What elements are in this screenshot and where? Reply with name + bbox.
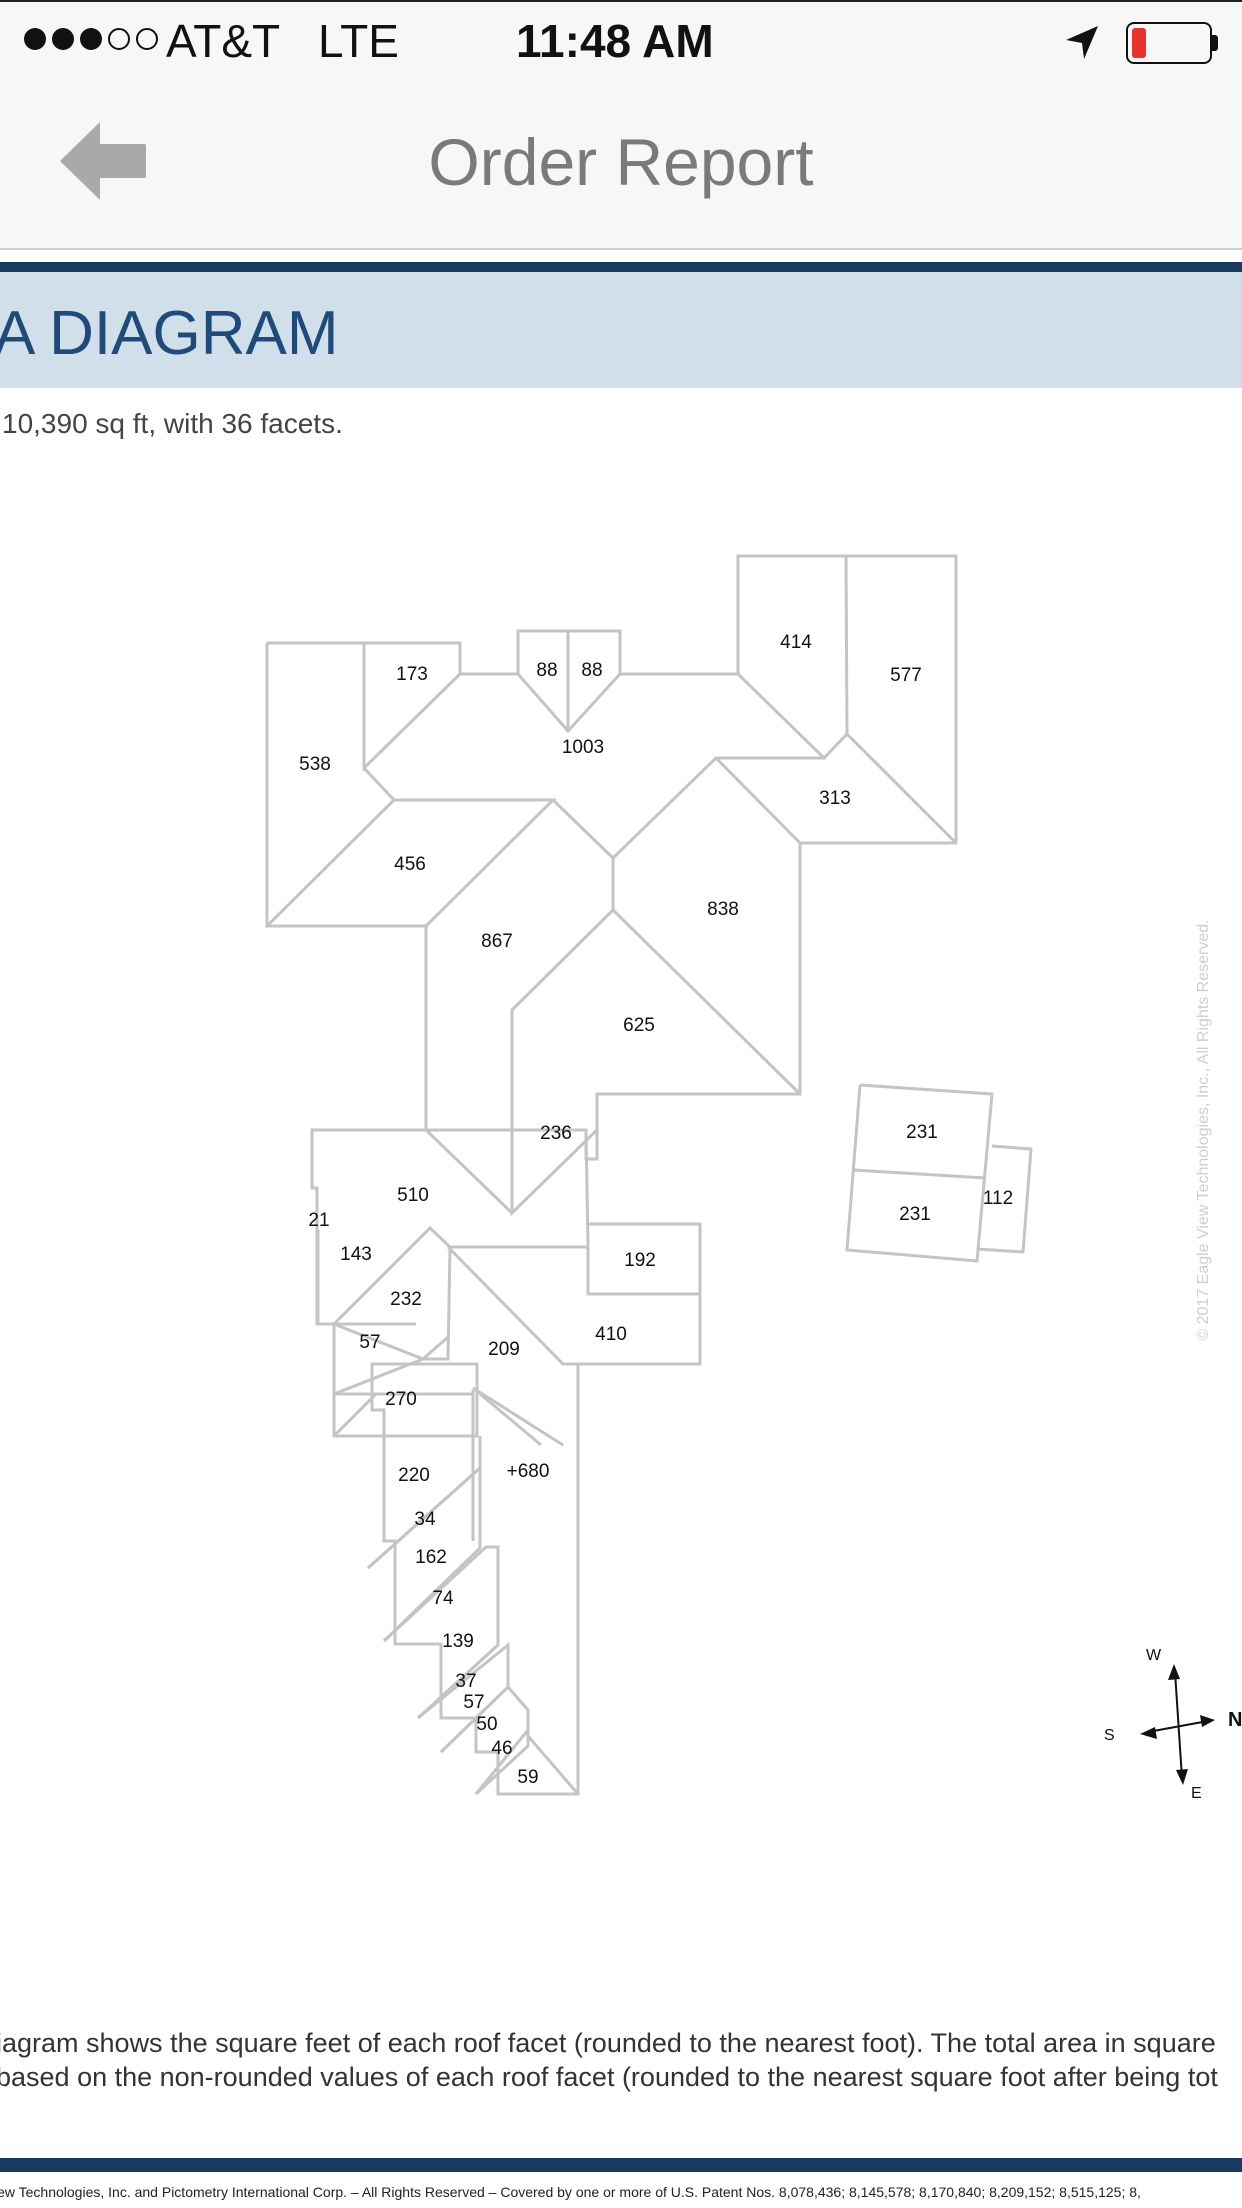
facet-label: 143 xyxy=(340,1244,372,1265)
status-bar: AT&T LTE 11:48 AM xyxy=(0,0,1242,80)
facet-label: 220 xyxy=(398,1465,430,1486)
facet-label: 313 xyxy=(819,788,851,809)
facet-label: 50 xyxy=(476,1714,497,1735)
compass-east-label: E xyxy=(1191,1785,1202,1802)
facet-label: 209 xyxy=(488,1339,520,1360)
facet-label: 46 xyxy=(491,1738,512,1759)
facet-label: 538 xyxy=(299,754,331,775)
facet-label: 88 xyxy=(536,660,557,681)
footer-rule xyxy=(0,2158,1242,2172)
facet-label: 37 xyxy=(455,1671,476,1692)
facet-label: 112 xyxy=(983,1188,1013,1209)
facet-label: 231 xyxy=(906,1122,938,1143)
facet-label: 236 xyxy=(540,1123,572,1144)
roof-area-diagram: 173 88 88 414 577 538 1003 313 456 838 8… xyxy=(265,554,1242,1802)
facet-label: 231 xyxy=(899,1204,931,1225)
footnote-line: based on the non-rounded values of each … xyxy=(0,2062,1218,2092)
facet-label: 57 xyxy=(463,1692,484,1713)
facet-label: 838 xyxy=(707,899,739,920)
compass-west-label: W xyxy=(1146,1647,1162,1664)
footer-legal-text: iew Technologies, Inc. and Pictometry In… xyxy=(0,2184,1141,2200)
facet-label: 88 xyxy=(581,660,602,681)
navigation-bar: Order Report xyxy=(0,80,1242,250)
network-label: LTE xyxy=(318,15,399,67)
facet-label: 232 xyxy=(390,1289,422,1310)
area-summary: 10,390 sq ft, with 36 facets. xyxy=(2,408,343,439)
facet-label: 162 xyxy=(415,1547,447,1568)
facet-label: 173 xyxy=(396,664,428,685)
facet-labels: 173 88 88 414 577 538 1003 313 456 838 8… xyxy=(299,632,1013,1788)
compass-south-label: S xyxy=(1104,1727,1115,1744)
facet-label: 456 xyxy=(394,854,426,875)
back-arrow-icon[interactable] xyxy=(58,120,148,202)
facet-label: 410 xyxy=(595,1324,627,1345)
clock: 11:48 AM xyxy=(516,15,714,67)
facet-label: +680 xyxy=(507,1461,550,1482)
footnote-line: iagram shows the square feet of each roo… xyxy=(0,2028,1216,2058)
facet-label: 57 xyxy=(359,1332,380,1353)
section-header: A DIAGRAM xyxy=(0,272,1242,388)
facet-label: 139 xyxy=(442,1631,474,1652)
facet-label: 577 xyxy=(890,665,922,686)
facet-label: 74 xyxy=(432,1588,454,1609)
copyright-watermark: © 2017 Eagle View Technologies, Inc., Al… xyxy=(1195,919,1212,1341)
facet-label: 192 xyxy=(624,1250,656,1271)
section-title: A DIAGRAM xyxy=(0,299,339,368)
location-arrow-icon xyxy=(1066,26,1098,59)
compass-icon: W S N E xyxy=(1104,1647,1242,1802)
signal-strength-icon xyxy=(24,28,158,50)
facet-label: 59 xyxy=(517,1767,538,1788)
facet-label: 270 xyxy=(385,1389,417,1410)
battery-icon xyxy=(1126,22,1212,64)
facet-label: 1003 xyxy=(562,737,604,758)
facet-label: 414 xyxy=(780,632,812,653)
facet-label: 510 xyxy=(397,1185,429,1206)
facet-label: 867 xyxy=(481,931,513,952)
facet-label: 625 xyxy=(623,1015,655,1036)
section-rule xyxy=(0,262,1242,272)
facet-label: 34 xyxy=(414,1509,436,1530)
compass-north-label: N xyxy=(1228,1709,1242,1731)
page-title: Order Report xyxy=(428,125,814,199)
roof-facet-outlines xyxy=(265,554,1033,1796)
facet-label: 21 xyxy=(308,1210,329,1231)
carrier-label: AT&T xyxy=(166,15,281,67)
